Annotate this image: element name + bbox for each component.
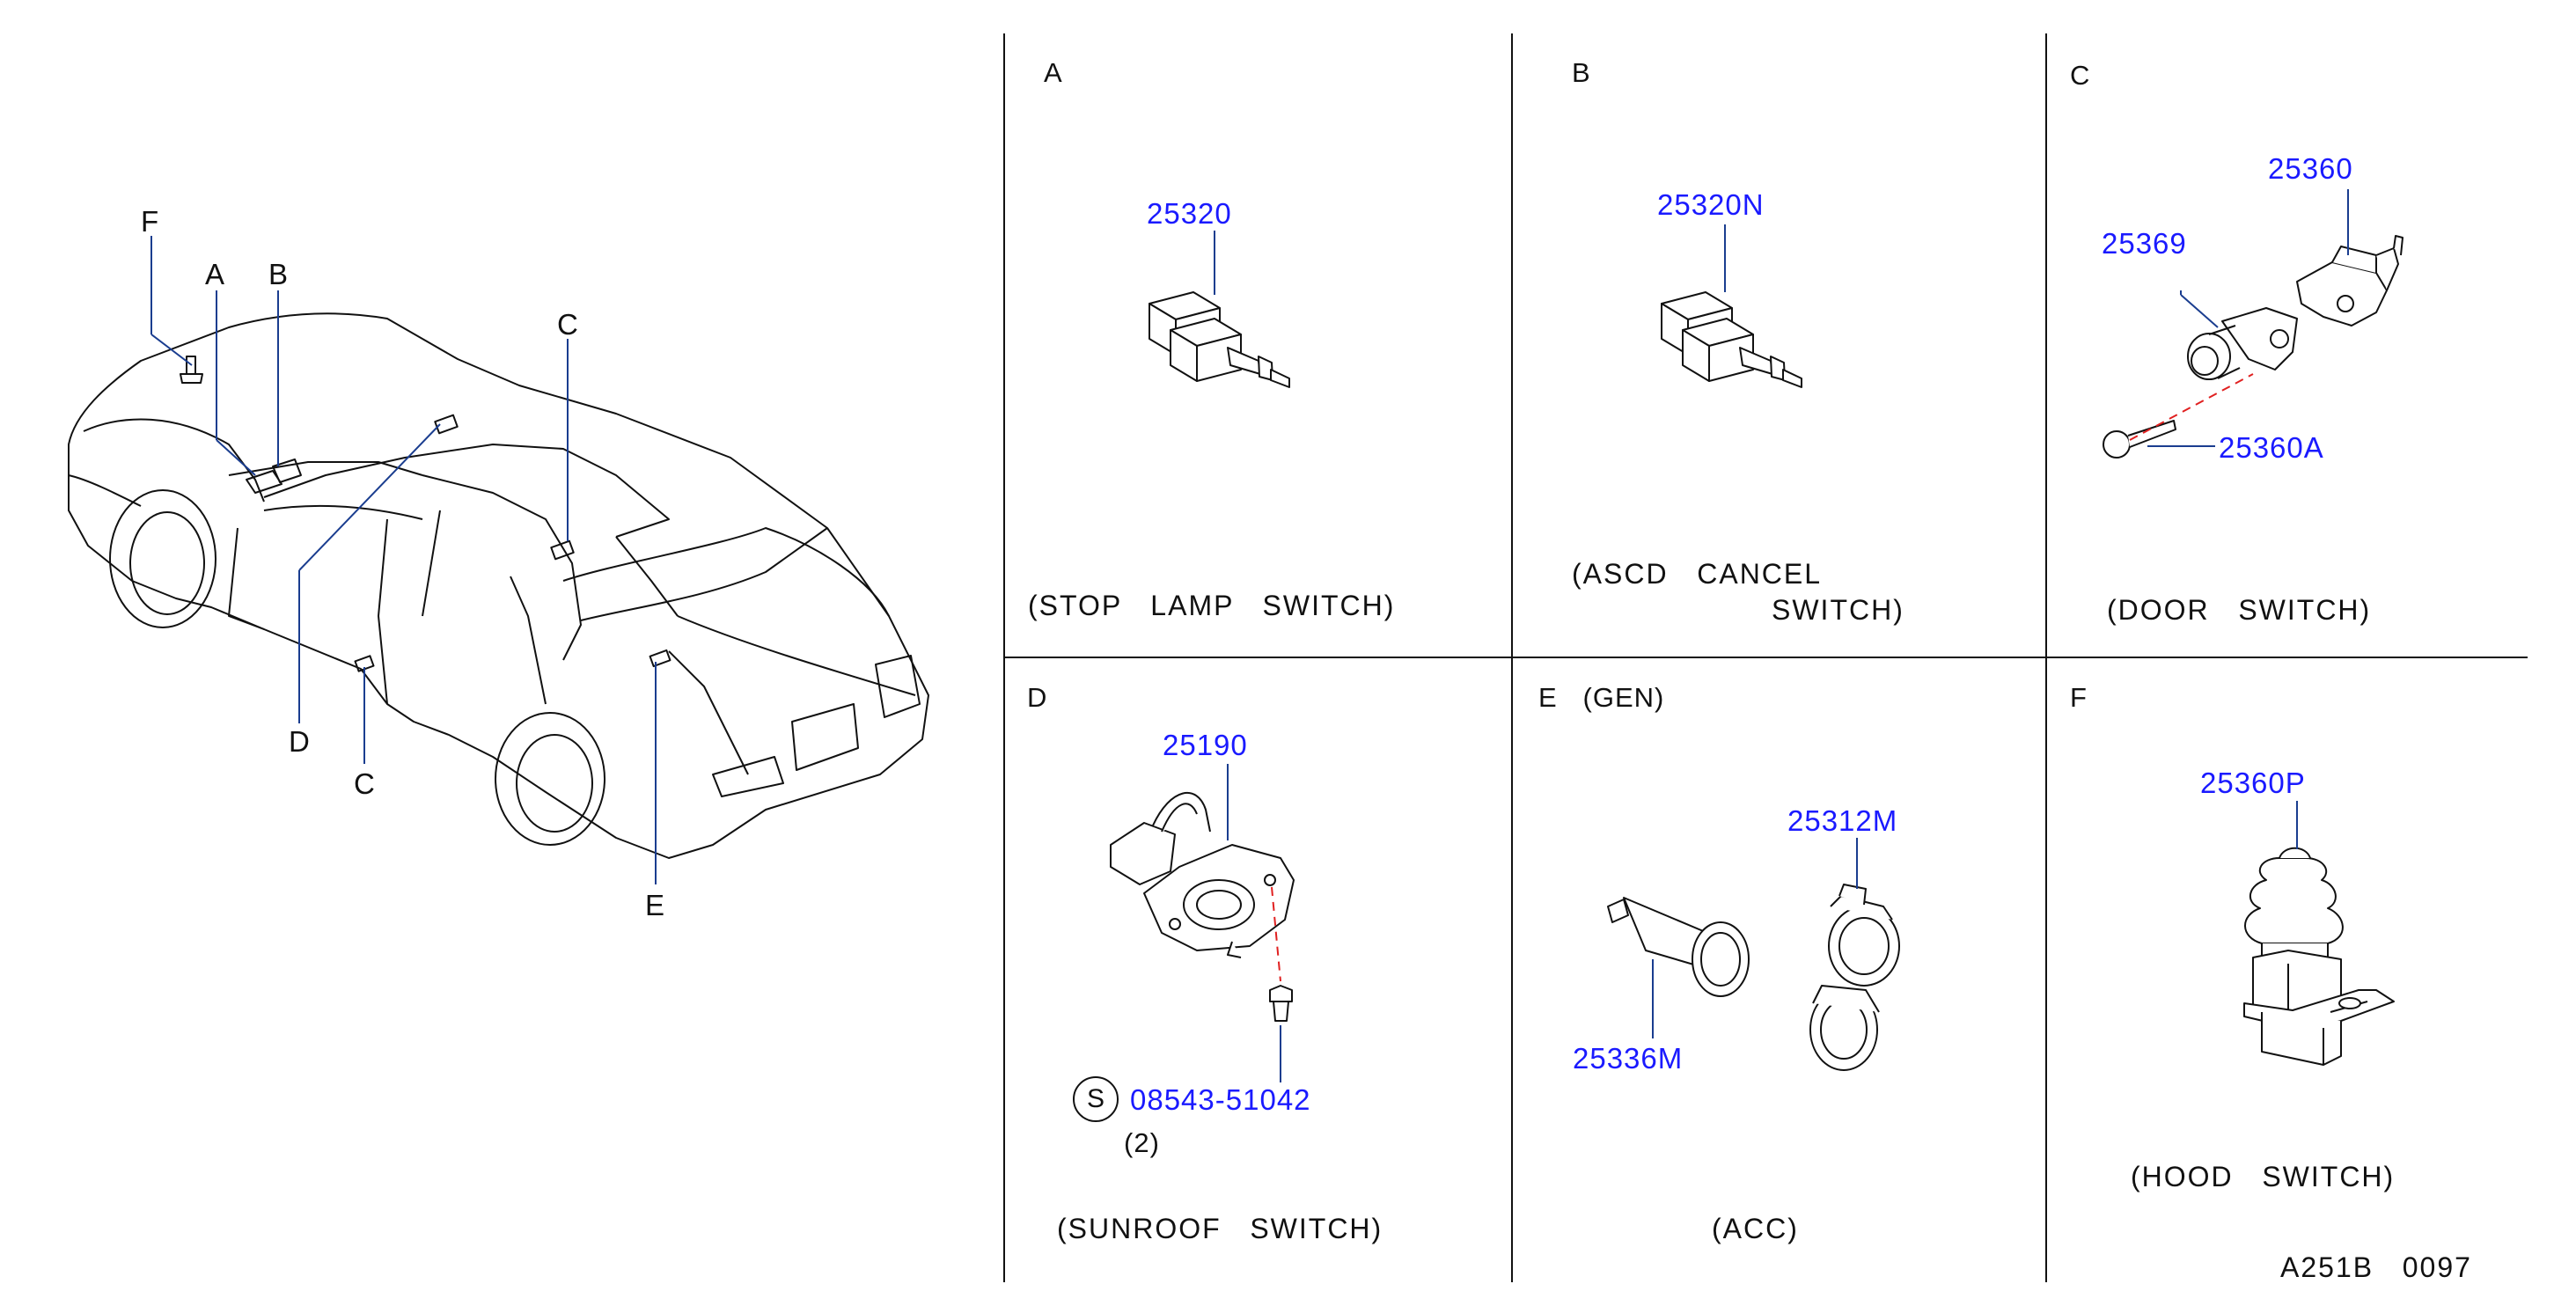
- part-25320n[interactable]: 25320N: [1657, 188, 1765, 221]
- part-25360a[interactable]: 25360A: [2219, 431, 2324, 464]
- panel-f-letter: F: [2070, 682, 2088, 713]
- panel-c-caption: (DOOR SWITCH): [2107, 594, 2372, 626]
- part-08543-51042[interactable]: 08543-51042: [1130, 1083, 1311, 1116]
- sunroof-switch-drawing: [1110, 792, 1295, 1022]
- part-25336m[interactable]: 25336M: [1573, 1042, 1684, 1075]
- sunroof-switch-leaders: [1227, 764, 1281, 1082]
- sunroof-switch-dashed-axis: [1271, 886, 1281, 982]
- door-switch-dashed-axis: [2129, 373, 2254, 441]
- panel-f-caption: (HOOD SWITCH): [2131, 1161, 2396, 1192]
- door-switch-leaders: [2147, 189, 2349, 447]
- car-illustration: [68, 312, 929, 859]
- panel-b-caption-line2: SWITCH): [1772, 594, 1904, 626]
- hood-switch-drawing: [2243, 847, 2395, 1066]
- part-25190[interactable]: 25190: [1163, 729, 1248, 761]
- part-25360p[interactable]: 25360P: [2200, 767, 2306, 799]
- panel-d-letter: D: [1027, 682, 1048, 713]
- callout-e: E: [645, 889, 665, 921]
- panel-a-caption: (STOP LAMP SWITCH): [1028, 590, 1396, 621]
- part-25320[interactable]: 25320: [1147, 197, 1232, 230]
- part-25360[interactable]: 25360: [2268, 152, 2353, 185]
- panel-c-letter: C: [2070, 60, 2091, 91]
- car-leaders: [150, 236, 657, 884]
- grid-lines: [1003, 33, 2528, 1282]
- stop-lamp-switch-drawing: [1149, 291, 1290, 388]
- panel-a-letter: A: [1044, 57, 1063, 88]
- acc-socket-drawing: [1607, 884, 1900, 1071]
- diagram-reference: A251B 0097: [2280, 1251, 2472, 1283]
- panel-e-caption: (ACC): [1712, 1213, 1799, 1244]
- callout-f: F: [141, 205, 159, 238]
- panel-e-letter: E (GEN): [1538, 682, 1665, 713]
- panel-d-qty: (2): [1124, 1127, 1160, 1158]
- callout-c-top: C: [557, 308, 578, 341]
- part-25312m[interactable]: 25312M: [1787, 804, 1898, 837]
- callout-b: B: [268, 258, 289, 290]
- acc-socket-leaders: [1652, 838, 1858, 1038]
- panel-b-letter: B: [1572, 57, 1591, 88]
- symbol-s-icon: S: [1073, 1076, 1119, 1122]
- callout-a: A: [205, 258, 225, 290]
- door-switch-drawing: [2103, 235, 2404, 459]
- callout-c-bottom: C: [354, 767, 375, 800]
- panel-b-caption-line1: (ASCD CANCEL: [1572, 558, 1823, 590]
- part-25369[interactable]: 25369: [2102, 227, 2187, 260]
- callout-d: D: [289, 725, 310, 758]
- ascd-cancel-switch-drawing: [1661, 291, 1802, 388]
- panel-d-caption: (SUNROOF SWITCH): [1057, 1213, 1383, 1244]
